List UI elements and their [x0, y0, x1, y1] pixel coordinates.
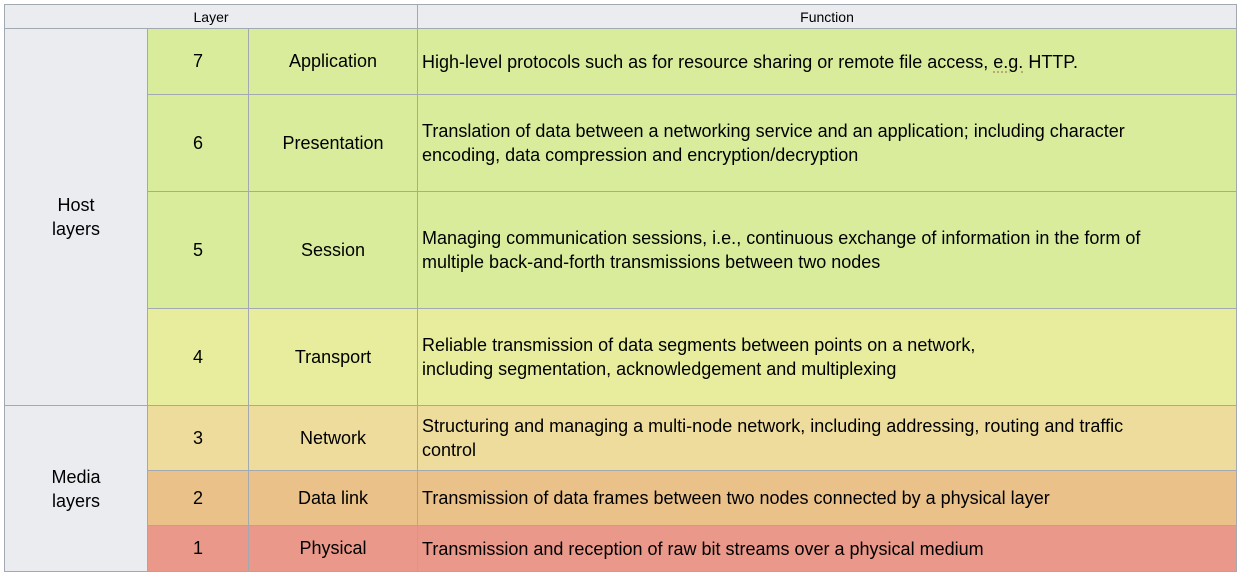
layer-number: 7 [147, 28, 249, 95]
layer-function: Structuring and managing a multi-node ne… [417, 405, 1238, 471]
function-line: Translation of data between a networking… [422, 121, 1125, 141]
table-row-transport: 4 Transport Reliable transmission of dat… [5, 308, 1238, 406]
header-row: Layer Function [3, 4, 1238, 29]
layer-header: Layer [3, 4, 419, 29]
layer-function: Reliable transmission of data segments b… [417, 308, 1238, 406]
layer-number: 4 [147, 308, 249, 406]
layer-function: Transmission of data frames between two … [417, 470, 1238, 526]
layer-function: High-level protocols such as for resourc… [417, 28, 1238, 95]
function-text: High-level protocols such as for resourc… [422, 51, 994, 72]
function-line: High-level protocols such as for resourc… [422, 50, 1232, 74]
table-row-session: 5 Session Managing communication session… [5, 191, 1238, 309]
function-line: including segmentation, acknowledgement … [422, 359, 897, 379]
layer-name: Application [247, 28, 419, 95]
host-layers-group: Host layers [4, 28, 148, 406]
layer-function: Translation of data between a networking… [417, 94, 1238, 192]
media-layers-group: Media layers [4, 405, 148, 572]
table-row-application: Host layers 7 Application High-level pro… [4, 28, 1238, 406]
function-line: Structuring and managing a multi-node ne… [422, 416, 1124, 436]
function-line: multiple back-and-forth transmissions be… [422, 252, 881, 272]
function-line: Managing communication sessions, i.e., c… [422, 228, 1141, 248]
function-text: HTTP. [1023, 51, 1078, 72]
table-row-physical: 1 Physical Transmission and reception of… [5, 525, 1238, 572]
layer-number: 1 [147, 525, 249, 572]
osi-model-table: Layer Function Host layers 7 Application… [3, 4, 1238, 572]
layer-function: Managing communication sessions, i.e., c… [417, 191, 1238, 309]
table-row-presentation: 6 Presentation Translation of data betwe… [5, 94, 1238, 192]
function-line: control [422, 440, 477, 460]
function-header: Function [417, 4, 1238, 29]
layer-name: Physical [247, 525, 419, 572]
layer-name: Data link [247, 470, 419, 526]
group-word: Host [57, 195, 95, 215]
layer-number: 6 [147, 94, 249, 192]
function-eg: e.g. [993, 51, 1024, 72]
group-word: layers [51, 219, 100, 239]
layer-name: Transport [247, 308, 419, 406]
layer-name: Network [247, 405, 419, 471]
function-line: Transmission of data frames between two … [422, 488, 1050, 508]
function-line: Transmission and reception of raw bit st… [422, 538, 984, 559]
layer-name: Presentation [247, 94, 419, 192]
table-row-data-link: 2 Data link Transmission of data frames … [5, 470, 1238, 526]
layer-number: 3 [147, 405, 249, 471]
layer-number: 2 [147, 470, 249, 526]
layer-name: Session [247, 191, 419, 309]
layer-number: 5 [147, 191, 249, 309]
function-line: Reliable transmission of data segments b… [422, 335, 976, 355]
group-word: layers [51, 490, 100, 511]
function-line: encoding, data compression and encryptio… [422, 145, 859, 165]
layer-function: Transmission and reception of raw bit st… [417, 525, 1238, 572]
table-row-network: Media layers 3 Network Structuring and m… [4, 405, 1238, 572]
group-word: Media [51, 466, 101, 487]
